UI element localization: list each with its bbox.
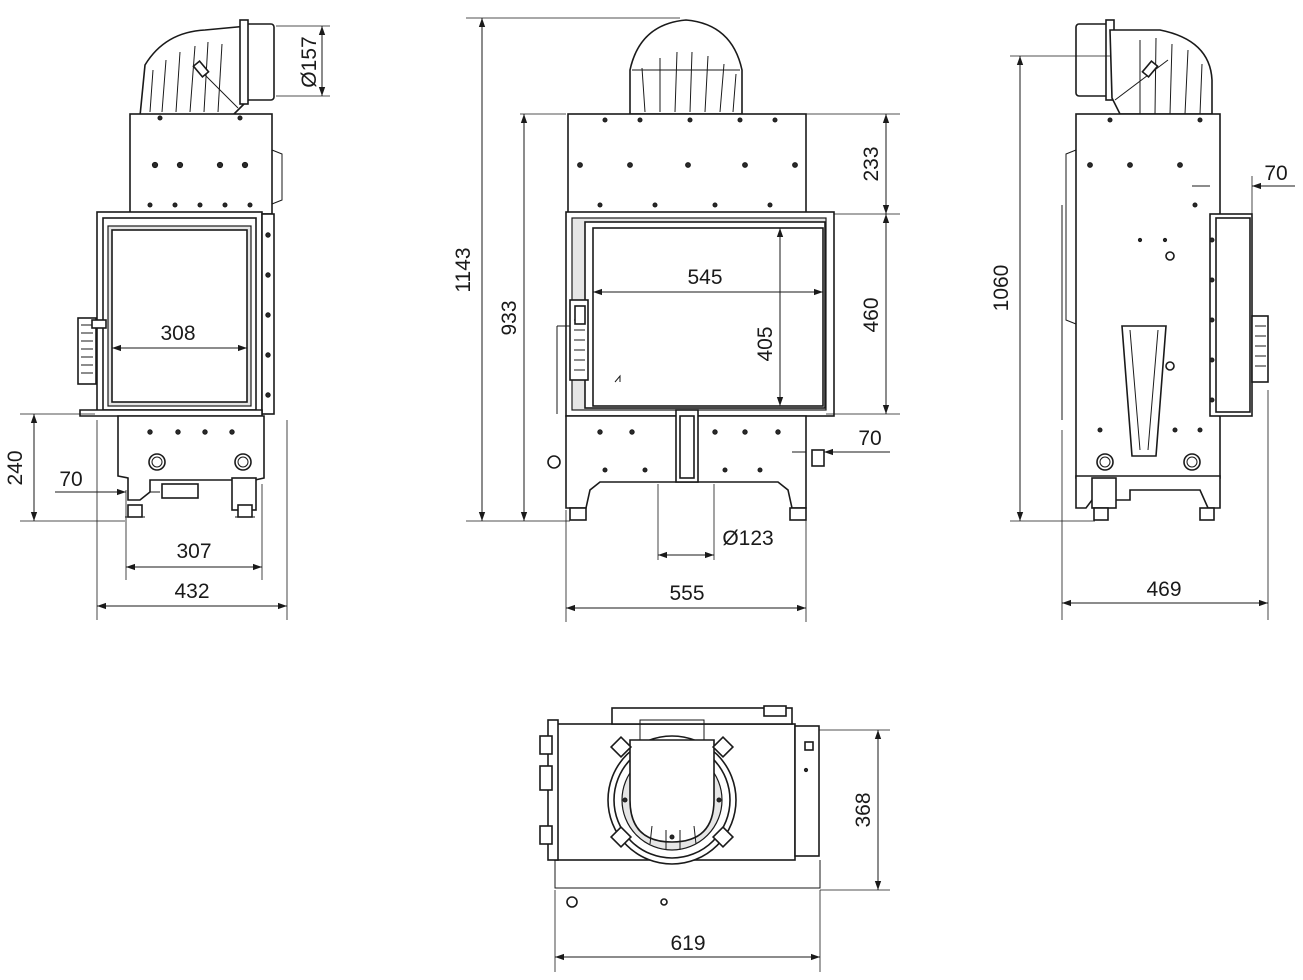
front-rivets-top: [147, 115, 253, 208]
side-flue-dome: [629, 19, 743, 115]
front-door: [77, 211, 275, 415]
front-side-offset-label: 70: [59, 468, 82, 491]
front-dimensions: [20, 25, 330, 620]
front-glass-width-label: 308: [160, 322, 195, 345]
back-view: 1060 70 469: [990, 19, 1295, 620]
side-dimensions: [466, 17, 900, 622]
side-base: [547, 409, 825, 521]
top-total-width-label: 619: [670, 932, 705, 955]
front-outlet-diameter-label: Ø157: [298, 36, 321, 87]
back-offset-label: 70: [1264, 162, 1287, 185]
front-ledge: [79, 409, 263, 417]
top-flue-ring: [607, 719, 737, 865]
back-total-width-label: 469: [1146, 578, 1181, 601]
side-total-height-label: 1143: [452, 247, 475, 292]
front-total-width-label: 432: [174, 580, 209, 603]
side-glass-width-label: 545: [687, 266, 722, 289]
back-air-channel: [1121, 325, 1167, 457]
side-door-height-label: 460: [860, 297, 883, 332]
side-body-height-label: 933: [498, 300, 521, 335]
side-total-width-label: 555: [669, 582, 704, 605]
front-base: [117, 415, 265, 518]
back-base: [1075, 453, 1221, 521]
top-dimensions: [554, 729, 890, 972]
back-flue-elbow: [1075, 19, 1213, 115]
back-total-height-label: 1060: [990, 265, 1013, 312]
side-inlet-diameter-label: Ø123: [722, 527, 773, 550]
front-base-width-label: 307: [176, 540, 211, 563]
side-rivets-top: [577, 117, 798, 208]
back-rivets: [1087, 117, 1203, 433]
top-view: 368 619: [539, 705, 890, 972]
front-bottom-height-label: 240: [4, 450, 27, 485]
top-depth-label: 368: [852, 792, 875, 827]
front-view: Ø157 308 240 70 307 432: [4, 19, 330, 620]
side-top-height-label: 233: [860, 146, 883, 181]
side-view: 1143 933 233 460 545 405 70 Ø123 555: [452, 17, 900, 622]
back-dimensions: [1010, 55, 1295, 620]
side-door: [556, 211, 835, 417]
front-top-housing: [129, 113, 273, 215]
front-flue-elbow: [139, 19, 275, 117]
back-side-panel: [1209, 213, 1269, 417]
side-glass-height-label: 405: [754, 326, 777, 361]
side-lower-offset-label: 70: [858, 427, 881, 450]
